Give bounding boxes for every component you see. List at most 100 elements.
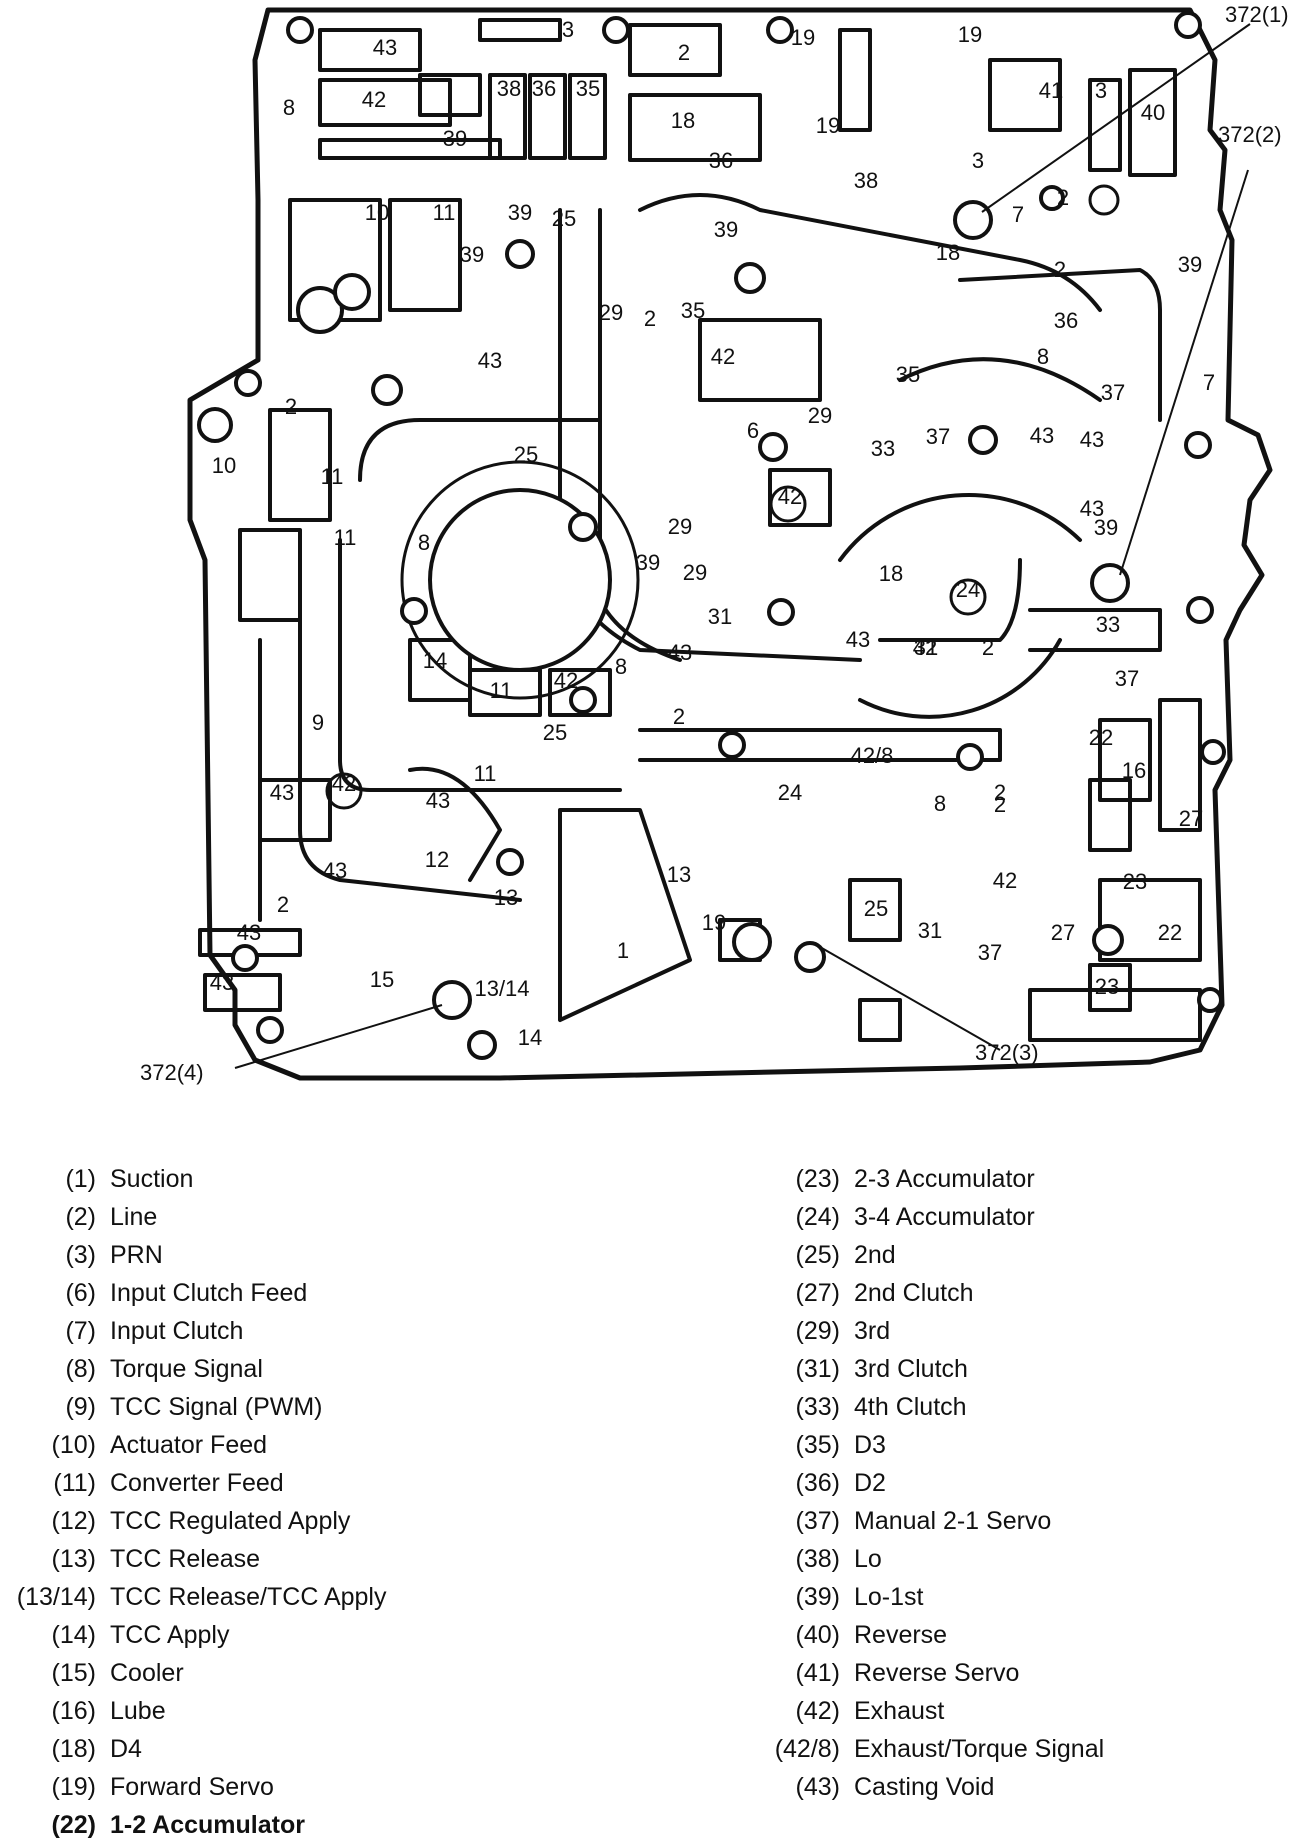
legend-text: Exhaust [854, 1696, 945, 1725]
passage-label: 43 [1080, 427, 1104, 452]
legend-left-column: (1)Suction(2)Line(3)PRN(6)Input Clutch F… [0, 1160, 520, 1844]
legend-row: (24)3-4 Accumulator [740, 1198, 1300, 1236]
passage-label: 39 [443, 126, 467, 151]
passage-label: 39 [714, 217, 738, 242]
circled-label-rings [325, 184, 1120, 810]
legend-row: (37)Manual 2-1 Servo [740, 1502, 1300, 1540]
legend-text: 2nd Clutch [854, 1278, 974, 1307]
legend-row: (40)Reverse [740, 1616, 1300, 1654]
legend-text: Lo-1st [854, 1582, 924, 1611]
legend-row: (43)Casting Void [740, 1768, 1300, 1806]
legend-number: (13/14) [16, 1582, 96, 1611]
legend-text: TCC Apply [110, 1620, 230, 1649]
legend-row: (1)Suction [0, 1160, 520, 1198]
legend-row: (13/14)TCC Release/TCC Apply [0, 1578, 520, 1616]
legend-number: (11) [53, 1468, 96, 1497]
passage-label: 31 [708, 604, 732, 629]
legend-text: D4 [110, 1734, 142, 1763]
passage-label: 6 [747, 418, 759, 443]
legend-row: (8)Torque Signal [0, 1350, 520, 1388]
passage-label: 18 [936, 240, 960, 265]
legend-text: 1-2 Accumulator [110, 1810, 305, 1839]
passage-label: 37 [978, 940, 1002, 965]
legend-text: D3 [854, 1430, 886, 1459]
legend-text: PRN [110, 1240, 163, 1269]
legend-row: (33)4th Clutch [740, 1388, 1300, 1426]
legend-text: 3rd [854, 1316, 891, 1345]
callout-372-1: 372(1) [1225, 2, 1289, 27]
passage-label: 42 [993, 868, 1017, 893]
passage-label: 27 [1179, 806, 1203, 831]
legend-number: (15) [51, 1658, 96, 1687]
legend-text: Line [110, 1202, 158, 1231]
passage-label: 7 [1012, 202, 1024, 227]
passage-label: 1 [617, 938, 629, 963]
callout-372-3: 372(3) [975, 1040, 1039, 1065]
legend-row: (25)2nd [740, 1236, 1300, 1274]
legend-number: (42) [795, 1696, 840, 1725]
passage-label: 38 [497, 76, 521, 101]
passage-label: 29 [683, 560, 707, 585]
legend-row: (13)TCC Release [0, 1540, 520, 1578]
legend-text: Lube [110, 1696, 166, 1725]
legend-number: (22) [51, 1810, 96, 1839]
main-bore [428, 488, 612, 672]
passage-label: 33 [1096, 612, 1120, 637]
legend-number: (31) [795, 1354, 840, 1383]
legend-number: (13) [51, 1544, 96, 1573]
passage-label: 13/14 [474, 976, 529, 1001]
passage-label: 14 [423, 648, 447, 673]
legend-number: (25) [795, 1240, 840, 1269]
passage-label: 12 [425, 847, 449, 872]
passage-label: 13 [494, 885, 518, 910]
legend-row: (7)Input Clutch [0, 1312, 520, 1350]
passage-label: 39 [636, 550, 660, 575]
legend-number: (2) [65, 1202, 96, 1231]
passage-label: 31 [918, 918, 942, 943]
passage-label: 11 [321, 464, 344, 489]
bolt-holes [197, 11, 1226, 1060]
passage-label: 2 [994, 780, 1006, 805]
legend-right-column: (23)2-3 Accumulator(24)3-4 Accumulator(2… [740, 1160, 1300, 1806]
passage-label: 8 [418, 530, 430, 555]
passage-label: 15 [370, 967, 394, 992]
passage-label: 36 [532, 76, 556, 101]
passage-label: 3 [972, 148, 984, 173]
legend-text: TCC Regulated Apply [110, 1506, 351, 1535]
passage-label: 43 [846, 627, 870, 652]
passage-label: 2 [673, 704, 685, 729]
legend-number: (29) [795, 1316, 840, 1345]
passage-label: 40 [1141, 100, 1165, 125]
passage-label: 8 [283, 95, 295, 120]
passage-label: 8 [934, 791, 946, 816]
passage-label: 35 [576, 76, 600, 101]
legend-row: (12) TCC Regulated Apply [0, 1502, 520, 1540]
passage-label: 42 [913, 635, 937, 660]
legend-number: (16) [51, 1696, 96, 1725]
legend-text: Forward Servo [110, 1772, 274, 1801]
legend-row: (29) 3rd [740, 1312, 1300, 1350]
passage-label: 11 [490, 678, 513, 703]
legend-text: 3-4 Accumulator [854, 1202, 1035, 1231]
legend-number: (6) [65, 1278, 96, 1307]
legend-text: 2-3 Accumulator [854, 1164, 1035, 1193]
legend-row: (14)TCC Apply [0, 1616, 520, 1654]
legend-number: (36) [795, 1468, 840, 1497]
passage-label: 2 [277, 892, 289, 917]
legend-row: (11)Converter Feed [0, 1464, 520, 1502]
passage-label: 37 [1101, 380, 1125, 405]
passage-label: 2 [644, 306, 656, 331]
legend-number: (27) [795, 1278, 840, 1307]
legend-number: (41) [795, 1658, 840, 1687]
legend-number: (40) [795, 1620, 840, 1649]
passage-label: 43 [210, 970, 234, 995]
legend-number: (12) [51, 1506, 96, 1535]
passage-label: 36 [1054, 308, 1078, 333]
passage-label: 39 [460, 242, 484, 267]
passage-label: 10 [365, 200, 389, 225]
passage-label: 10 [212, 453, 236, 478]
legend-row: (2) Line [0, 1198, 520, 1236]
passage-label: 2 [982, 635, 994, 660]
